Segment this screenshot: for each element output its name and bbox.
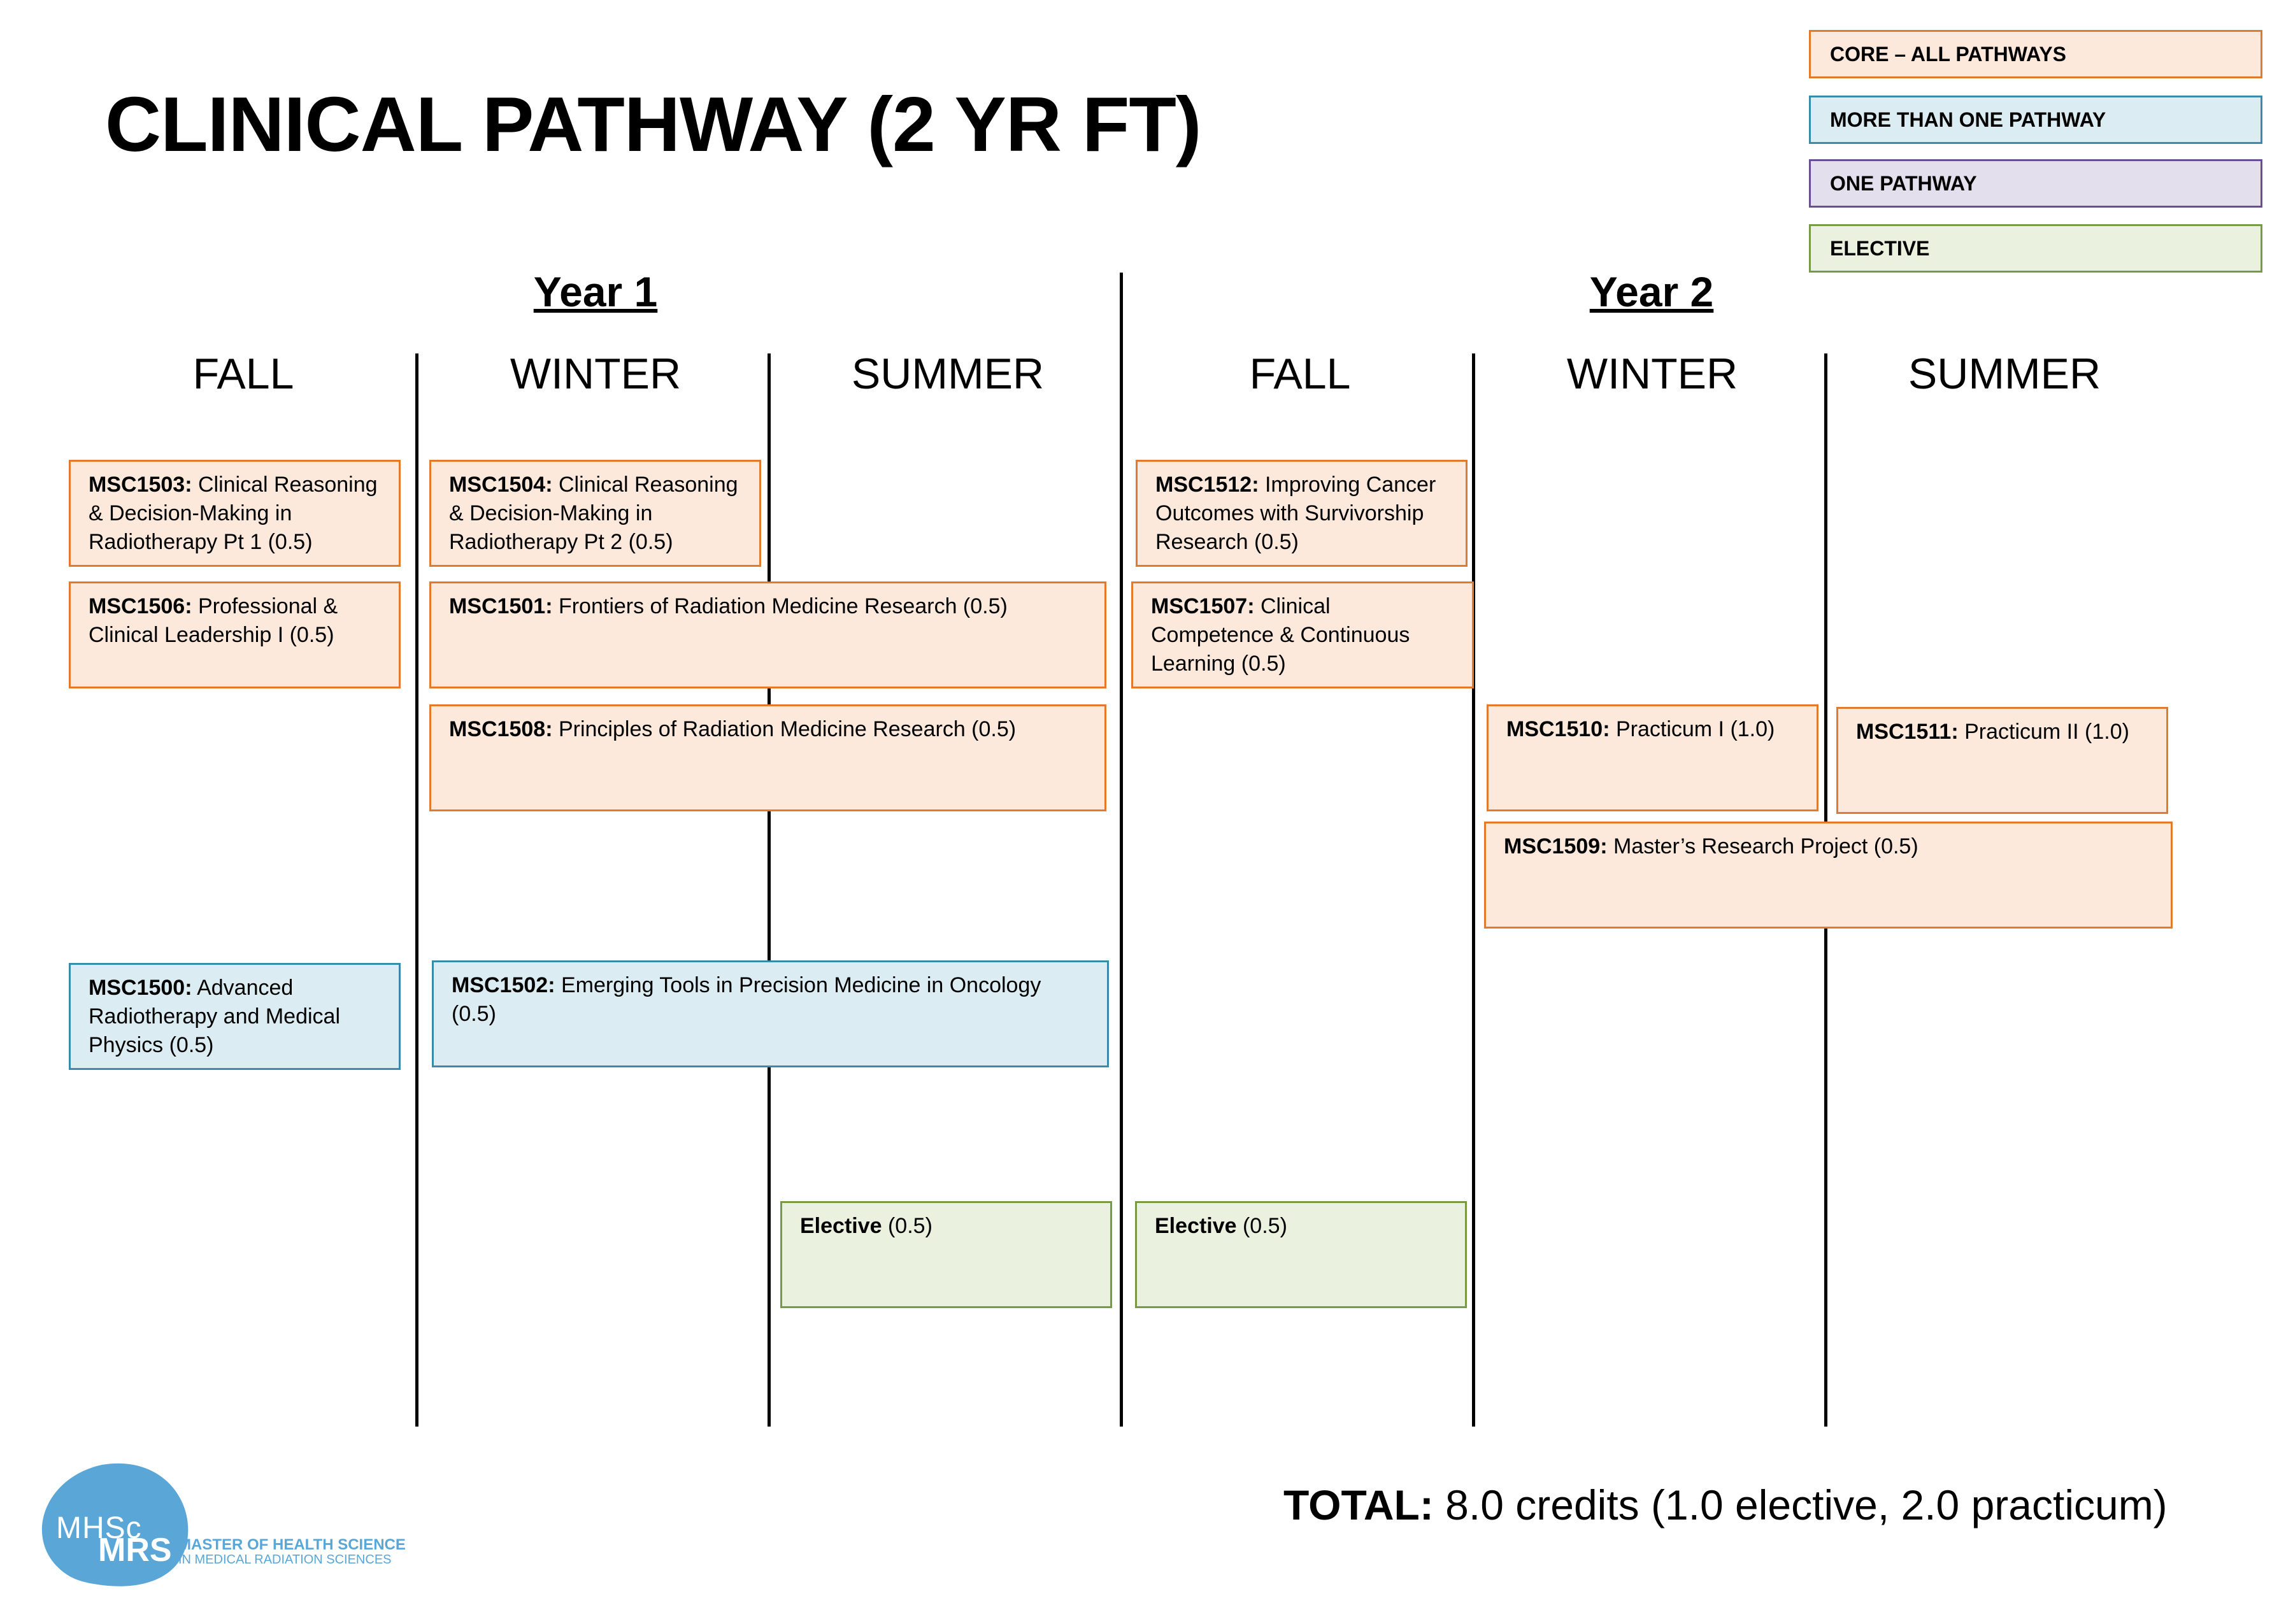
course-code: MSC1501: xyxy=(449,594,553,618)
legend-one-pathway: ONE PATHWAY xyxy=(1809,159,2262,208)
term-summer-y2: SUMMER xyxy=(1908,350,2101,398)
legend-core: CORE – ALL PATHWAYS xyxy=(1809,30,2262,78)
logo-mark-bottom: MRS xyxy=(98,1532,172,1569)
course-title: Clinical Reasoning & Decision-Making in … xyxy=(449,473,738,554)
course-title: Improving Cancer Outcomes with Survivors… xyxy=(1155,473,1436,554)
term-summer-y1: SUMMER xyxy=(851,350,1045,398)
divider-line xyxy=(768,353,771,1427)
course-msc1510: MSC1510: Practicum I (1.0) xyxy=(1487,704,1818,811)
course-msc1506: MSC1506: Professional & Clinical Leaders… xyxy=(69,581,401,688)
course-msc1511: MSC1511: Practicum II (1.0) xyxy=(1836,707,2168,814)
logo-line-1: MASTER OF HEALTH SCIENCE xyxy=(178,1536,406,1553)
course-code: MSC1510: xyxy=(1506,717,1610,741)
course-title: Practicum I (1.0) xyxy=(1610,717,1775,741)
course-msc1508: MSC1508: Principles of Radiation Medicin… xyxy=(429,704,1106,811)
course-msc1502: MSC1502: Emerging Tools in Precision Med… xyxy=(432,960,1109,1067)
course-title: Principles of Radiation Medicine Researc… xyxy=(552,717,1017,741)
term-winter-y2: WINTER xyxy=(1566,350,1738,398)
total-credits: TOTAL: 8.0 credits (1.0 elective, 2.0 pr… xyxy=(1283,1481,2168,1529)
course-msc1503: MSC1503: Clinical Reasoning & Decision-M… xyxy=(69,460,401,567)
course-title: Clinical Reasoning & Decision-Making in … xyxy=(89,473,378,554)
divider-line xyxy=(1472,353,1475,1427)
term-fall-y2: FALL xyxy=(1249,350,1351,398)
term-winter-y1: WINTER xyxy=(510,350,682,398)
course-title: Emerging Tools in Precision Medicine in … xyxy=(452,973,1041,1026)
course-msc1504: MSC1504: Clinical Reasoning & Decision-M… xyxy=(429,460,761,567)
course-code: MSC1512: xyxy=(1155,473,1259,497)
page-title: CLINICAL PATHWAY (2 YR FT) xyxy=(105,81,1202,167)
course-title: (0.5) xyxy=(1236,1214,1287,1238)
logo-line-2: IN MEDICAL RADIATION SCIENCES xyxy=(178,1553,392,1567)
course-code: Elective xyxy=(800,1214,882,1238)
course-code: MSC1509: xyxy=(1504,834,1608,858)
year-2-label: Year 2 xyxy=(1589,268,1714,315)
legend-elective: ELECTIVE xyxy=(1809,224,2262,273)
total-value: 8.0 credits (1.0 elective, 2.0 practicum… xyxy=(1433,1481,2168,1528)
course-title: Frontiers of Radiation Medicine Research… xyxy=(552,594,1008,618)
logo-mark-top: MHSc xyxy=(56,1511,142,1545)
course-code: MSC1504: xyxy=(449,473,553,497)
course-code: MSC1503: xyxy=(89,473,192,497)
course-code: Elective xyxy=(1155,1214,1237,1238)
legend-more-than-one-pathway: MORE THAN ONE PATHWAY xyxy=(1809,96,2262,144)
total-label: TOTAL: xyxy=(1283,1481,1434,1528)
course-title: Clinical Competence & Continuous Learnin… xyxy=(1151,594,1410,676)
course-code: MSC1511: xyxy=(1856,720,1959,744)
course-title: Practicum II (1.0) xyxy=(1958,720,2129,744)
logo-blob-icon xyxy=(41,1463,189,1586)
course-msc1501: MSC1501: Frontiers of Radiation Medicine… xyxy=(429,581,1106,688)
course-code: MSC1508: xyxy=(449,717,553,741)
divider-line xyxy=(415,353,418,1427)
program-logo: MHSc MRS MASTER OF HEALTH SCIENCE IN MED… xyxy=(32,1458,420,1592)
course-msc1512: MSC1512: Improving Cancer Outcomes with … xyxy=(1136,460,1468,567)
course-title: (0.5) xyxy=(882,1214,932,1238)
term-fall-y1: FALL xyxy=(192,350,294,398)
year-1-label: Year 1 xyxy=(533,268,658,315)
course-code: MSC1500: xyxy=(89,976,192,1000)
course-title: Advanced Radiotherapy and Medical Physic… xyxy=(89,976,341,1057)
course-elective-y2-fall: Elective (0.5) xyxy=(1135,1201,1467,1308)
course-title: Master’s Research Project (0.5) xyxy=(1607,834,1918,858)
course-code: MSC1502: xyxy=(452,973,555,997)
course-msc1500: MSC1500: Advanced Radiotherapy and Medic… xyxy=(69,963,401,1070)
course-code: MSC1507: xyxy=(1151,594,1255,618)
course-msc1507: MSC1507: Clinical Competence & Continuou… xyxy=(1131,581,1474,688)
course-elective-y1-summer: Elective (0.5) xyxy=(780,1201,1112,1308)
year-divider-line xyxy=(1120,273,1123,1427)
course-title: Professional & Clinical Leadership I (0.… xyxy=(89,594,338,647)
course-msc1509: MSC1509: Master’s Research Project (0.5) xyxy=(1484,822,2173,929)
course-code: MSC1506: xyxy=(89,594,192,618)
